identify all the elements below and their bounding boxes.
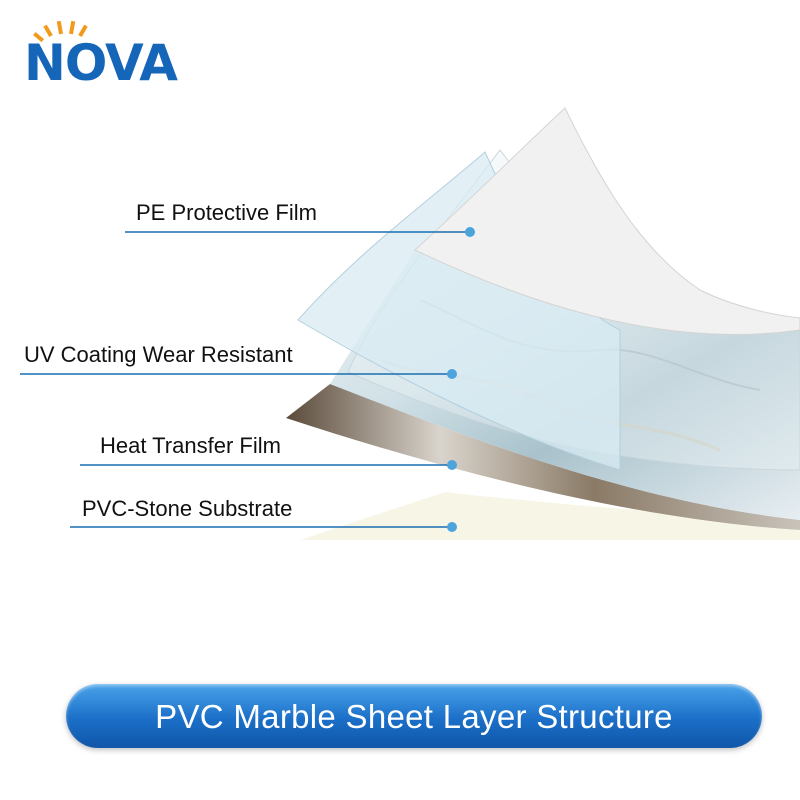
layer-top-sheet bbox=[414, 107, 800, 335]
label-uv-coating: UV Coating Wear Resistant bbox=[24, 342, 293, 367]
leader-dot-uv bbox=[447, 369, 457, 379]
label-pvc-stone-substrate: PVC-Stone Substrate bbox=[82, 496, 293, 521]
leader-dot-pe bbox=[465, 227, 475, 237]
leader-dots bbox=[447, 227, 475, 532]
banner-title: PVC Marble Sheet Layer Structure bbox=[155, 697, 673, 735]
layer-marble-edge bbox=[286, 384, 800, 530]
label-pe-protective-film: PE Protective Film bbox=[136, 200, 317, 225]
leader-dot-substrate bbox=[447, 522, 457, 532]
brand-wordmark: NOVA bbox=[24, 34, 178, 92]
label-heat-transfer-film: Heat Transfer Film bbox=[100, 433, 281, 458]
sun-rays-icon bbox=[33, 20, 88, 43]
layer-pvc-stone-substrate bbox=[300, 492, 800, 540]
leader-lines bbox=[20, 231, 470, 528]
title-banner: PVC Marble Sheet Layer Structure bbox=[66, 684, 762, 748]
leader-dot-heat bbox=[447, 460, 457, 470]
brand-logo: NOVA bbox=[18, 8, 198, 88]
